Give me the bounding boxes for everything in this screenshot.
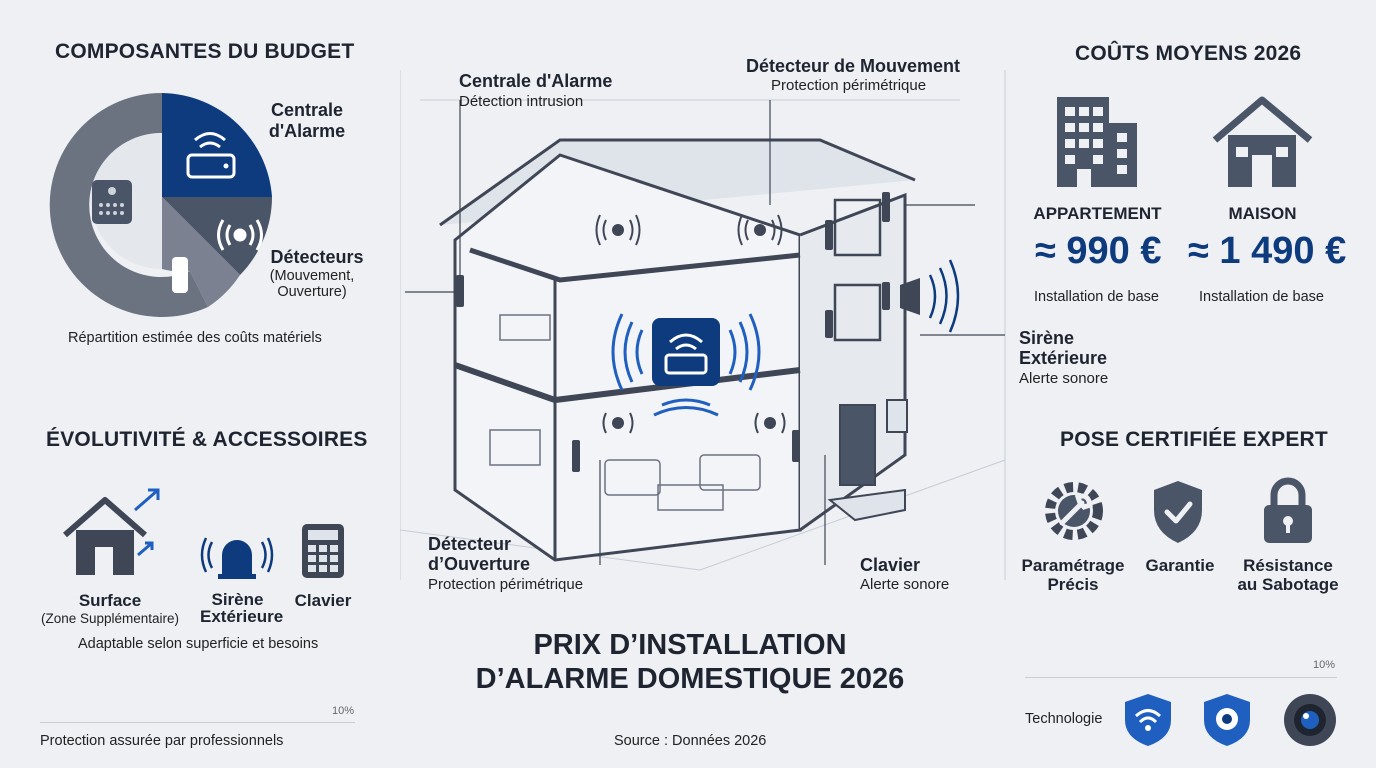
left-divider [40,722,355,723]
pie-detectors-slice [162,197,272,275]
tech-label: Technologie [1025,711,1103,727]
house-label: MAISON [1228,204,1297,223]
main-title-line-2: D’ALARME DOMESTIQUE 2026 [475,663,905,695]
callout-siren-sub: Alerte sonore [1019,370,1109,387]
left-footer: Protection assurée par professionnels [40,733,284,749]
main-title-line-1: PRIX D’INSTALLATION [533,629,847,661]
gear-wrench-icon [1045,482,1103,540]
shield-check-icon [1154,481,1202,543]
param-label: Paramétrage Précis [1021,556,1125,594]
callout-motion-sub: Protection périmétrique [771,77,927,94]
right-bar-pct: 10% [1313,659,1336,671]
calculator-icon [302,524,344,578]
budget-caption: Répartition estimée des coûts matériels [68,330,322,346]
keypad-label: Clavier [294,591,352,610]
budget-pie-chart [49,92,272,317]
detectors-label: Détecteurs [270,247,364,267]
camera-lens-icon [1284,694,1336,746]
surface-label: Surface [78,591,142,610]
surface-sub: (Zone Supplémentaire) [40,611,180,626]
detectors-sub: (Mouvement, Ouverture) [269,268,355,300]
evol-caption: Adaptable selon superficie et besoins [78,636,319,652]
wifi-shield-icon [1125,694,1171,746]
left-bar-pct: 10% [332,705,355,717]
central-label: Centrale d'Alarme [268,100,346,141]
house-cutaway-illustration [400,70,1006,580]
apartment-sub: Installation de base [1034,289,1159,305]
siren-label: Sirène Extérieure [200,590,284,626]
security-camera-shield-icon [1204,694,1250,746]
pie-ring-segment [49,92,208,317]
callout-motion-title: Détecteur de Mouvement [746,56,961,76]
budget-title: COMPOSANTES DU BUDGET [55,40,355,63]
pie-other-slice [162,197,240,307]
house-price: ≈ 1 490 € [1188,230,1347,272]
keypad-icon [92,180,132,224]
apartment-label: APPARTEMENT [1033,204,1162,223]
callout-central-sub: Détection intrusion [459,93,584,110]
house-expand-icon [63,488,160,575]
source-text: Source : Données 2026 [614,733,767,749]
callout-siren-title: Sirène Extérieure [1019,328,1108,368]
siren-icon [200,537,274,579]
evol-title: ÉVOLUTIVITÉ & ACCESSOIRES [46,428,368,451]
pose-title: POSE CERTIFIÉE EXPERT [1060,428,1328,451]
callout-keypad-sub: Alerte sonore [860,576,950,593]
motion-detector-icon [595,214,786,434]
detector-wave-icon [217,219,263,251]
callout-open-title: Détecteur d’Ouverture [428,534,531,574]
callout-central-title: Centrale d'Alarme [459,71,613,91]
right-divider [1025,677,1337,678]
router-icon [186,132,236,179]
house-sub: Installation de base [1199,289,1324,305]
apartment-price: ≈ 990 € [1035,230,1162,272]
apartment-building-icon [1057,97,1137,187]
sensor-icon [172,257,188,293]
sabotage-label: Résistance au Sabotage [1237,556,1339,594]
main-title: PRIX D’INSTALLATION D’ALARME DOMESTIQUE … [440,628,940,696]
padlock-icon [1264,477,1312,543]
costs-title: COÛTS MOYENS 2026 [1075,42,1302,65]
callout-open-sub: Protection périmétrique [428,576,584,593]
house-icon [1212,96,1313,187]
callout-keypad-title: Clavier [860,555,921,575]
guarantee-label: Garantie [1145,556,1215,575]
